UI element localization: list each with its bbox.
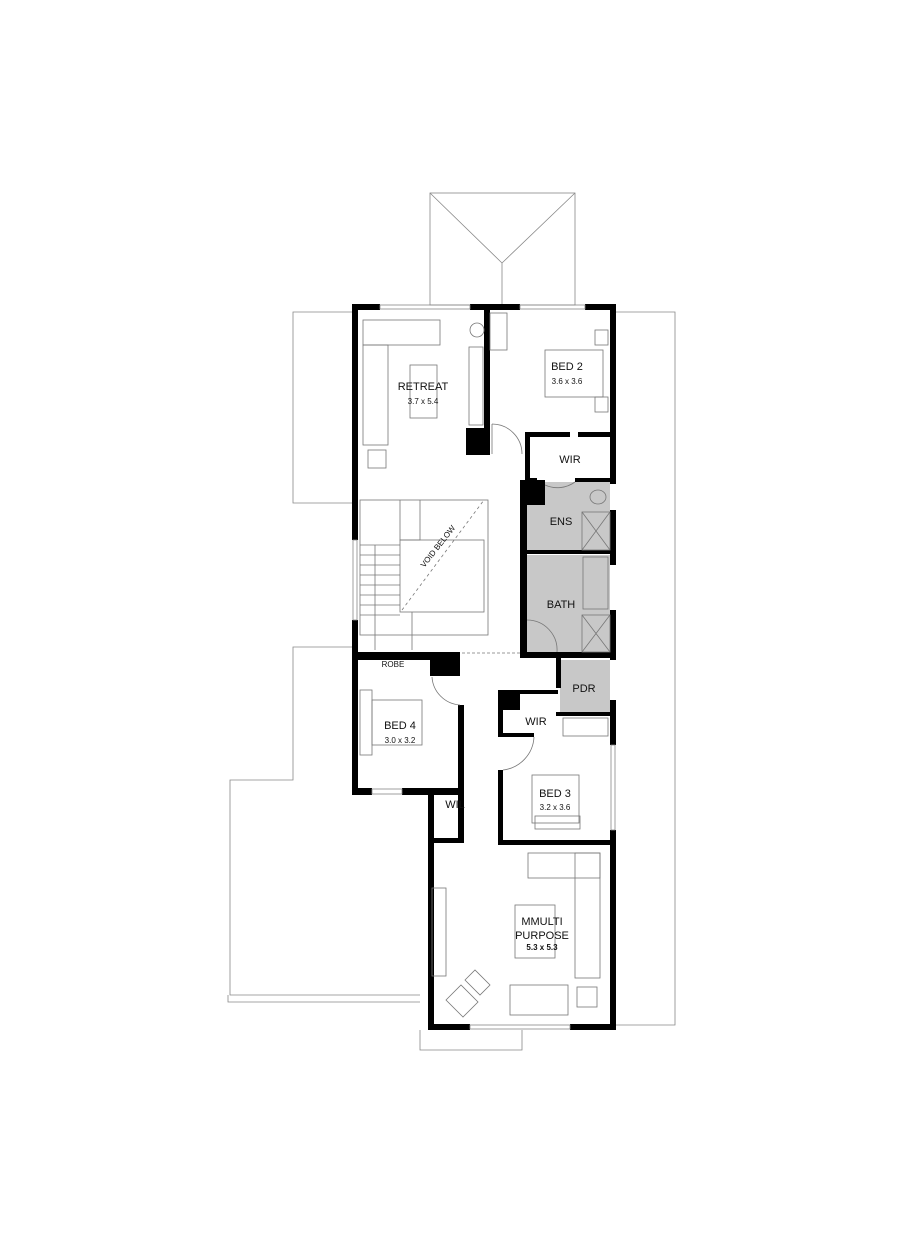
wil-label: WIL bbox=[445, 799, 465, 811]
void-below bbox=[399, 499, 485, 613]
wir-bed3-label: WIR bbox=[525, 716, 546, 728]
ensuite-floor bbox=[545, 482, 610, 552]
doors bbox=[431, 423, 576, 771]
bed4-label: BED 4 bbox=[384, 720, 416, 732]
bed2-label: BED 2 bbox=[551, 361, 583, 373]
retreat-label: RETREAT bbox=[398, 381, 449, 393]
multi-purpose-label-line1: MMULTI bbox=[521, 916, 562, 928]
multi-purpose-label-line2: PURPOSE bbox=[515, 930, 569, 942]
ensuite-label: ENS bbox=[550, 516, 573, 528]
staircase bbox=[359, 499, 489, 650]
walls bbox=[352, 304, 616, 1030]
wir-bed2-label: WIR bbox=[559, 454, 580, 466]
bed4-size: 3.0 x 3.2 bbox=[385, 736, 416, 745]
site-outline bbox=[227, 311, 676, 1051]
robe-label: ROBE bbox=[382, 660, 405, 669]
void-below-label: VOID BELOW bbox=[419, 523, 458, 569]
roof-outline bbox=[429, 192, 576, 306]
pdr-label: PDR bbox=[572, 683, 595, 695]
furniture bbox=[359, 312, 611, 1018]
multi-purpose-size: 5.3 x 5.3 bbox=[526, 943, 558, 952]
bed3-size: 3.2 x 3.6 bbox=[540, 803, 571, 812]
retreat-size: 3.7 x 5.4 bbox=[408, 397, 439, 406]
bath-label: BATH bbox=[547, 599, 576, 611]
bath-floor bbox=[527, 555, 610, 655]
windows bbox=[352, 304, 616, 1030]
bed3-label: BED 3 bbox=[539, 788, 571, 800]
powder-floor bbox=[560, 660, 610, 715]
bed2-size: 3.6 x 3.6 bbox=[552, 377, 583, 386]
